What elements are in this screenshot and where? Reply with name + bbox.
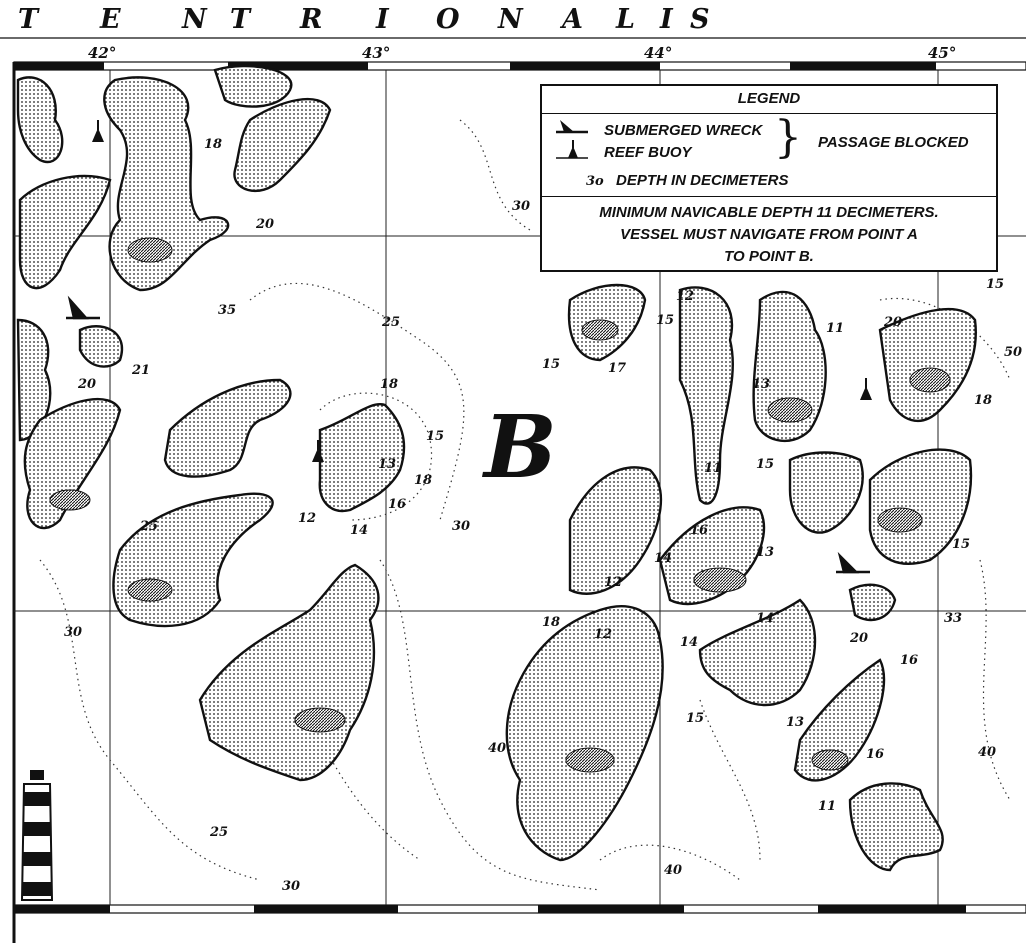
depth-sounding: 12 — [676, 289, 695, 304]
depth-sounding: 16 — [900, 653, 919, 668]
depth-sounding: 21 — [132, 363, 151, 378]
title-letter: N — [182, 4, 207, 35]
title-letter: T — [18, 4, 39, 35]
chart-title: T E N T R I O N A L I S — [0, 0, 1026, 40]
depth-sounding: 11 — [818, 799, 837, 814]
depth-sounding: 30 — [512, 199, 531, 214]
depth-sounding: 15 — [986, 277, 1005, 292]
legend-note-line: VESSEL MUST NAVIGATE FROM POINT A — [620, 226, 918, 243]
depth-sounding: 11 — [826, 321, 845, 336]
depth-sounding: 18 — [974, 393, 993, 408]
depth-sounding: 20 — [256, 217, 275, 232]
depth-sounding: 15 — [656, 313, 675, 328]
title-letter: E — [100, 4, 121, 35]
title-letter: T — [230, 4, 251, 35]
depth-sounding: 15 — [686, 711, 705, 726]
depth-sounding: 18 — [542, 615, 561, 630]
depth-sounding: 14 — [680, 635, 699, 650]
depth-sounding: 15 — [952, 537, 971, 552]
depth-sounding: 16 — [388, 497, 407, 512]
depth-sounding: 25 — [382, 315, 401, 330]
depth-sounding: 33 — [944, 611, 963, 626]
depth-sounding: 20 — [78, 377, 97, 392]
legend-wreck-label: SUBMERGED WRECK — [604, 122, 763, 139]
longitude-label: 44° — [644, 44, 673, 62]
title-letter: N — [498, 4, 523, 35]
bottom-scale-bar — [13, 904, 1026, 914]
depth-sounding: 18 — [380, 377, 399, 392]
legend-brace: } — [774, 112, 802, 163]
point-b-label: B — [484, 397, 557, 498]
depth-sounding: 18 — [414, 473, 433, 488]
legend-symbols — [556, 120, 588, 159]
depth-sounding: 12 — [604, 575, 623, 590]
depth-sounding: 13 — [378, 457, 397, 472]
title-letter: A — [562, 4, 583, 35]
depth-sounding: 20 — [884, 315, 903, 330]
depth-sounding: 25 — [140, 519, 159, 534]
depth-sounding: 30 — [452, 519, 471, 534]
depth-sounding: 11 — [704, 461, 723, 476]
legend-title: LEGEND — [737, 90, 801, 107]
depth-sounding: 14 — [756, 611, 775, 626]
depth-sounding: 15 — [756, 457, 775, 472]
depth-sounding: 16 — [690, 523, 709, 538]
title-letter: R — [300, 4, 323, 35]
depth-sounding: 40 — [664, 863, 683, 878]
depth-sounding: 13 — [752, 377, 771, 392]
wreck-icon — [556, 120, 588, 134]
legend-divider — [542, 113, 996, 114]
depth-sounding: 30 — [282, 879, 301, 894]
depth-sounding: 15 — [426, 429, 445, 444]
legend-box: LEGEND SUBMERGED WRECK REEF BUOY } PASSA… — [540, 84, 998, 272]
title-letter: L — [616, 4, 635, 35]
depth-sounding: 12 — [594, 627, 613, 642]
legend-note-line: TO POINT B. — [724, 248, 814, 265]
depth-sounding: 30 — [64, 625, 83, 640]
longitude-label: 42° — [88, 44, 117, 62]
depth-sounding: 13 — [786, 715, 805, 730]
title-letter: I — [376, 4, 389, 35]
depth-sounding: 50 — [1004, 345, 1023, 360]
title-letter: O — [436, 4, 460, 35]
buoy-icon — [92, 120, 872, 462]
longitude-label: 43° — [362, 44, 391, 62]
legend-note-line: MINIMUM NAVICABLE DEPTH 11 DECIMETERS. — [599, 204, 939, 221]
depth-contours — [39, 119, 1011, 891]
wreck-icon — [66, 295, 870, 574]
depth-sounding: 12 — [298, 511, 317, 526]
legend-divider — [542, 196, 996, 197]
island-shading — [49, 237, 951, 773]
depth-sounding: 35 — [218, 303, 237, 318]
title-letter: I — [660, 4, 673, 35]
top-scale-bar — [0, 37, 1026, 71]
longitude-label: 45° — [928, 44, 957, 62]
depth-sounding: 40 — [978, 745, 997, 760]
title-letter: S — [690, 4, 710, 35]
depth-sounding: 15 — [542, 357, 561, 372]
legend-blocked-label: PASSAGE BLOCKED — [818, 134, 969, 151]
buoy-icon — [556, 140, 588, 159]
depth-sounding: 16 — [866, 747, 885, 762]
depth-sounding: 18 — [204, 137, 223, 152]
depth-sounding: 17 — [608, 361, 627, 376]
depth-sounding: 25 — [210, 825, 229, 840]
depth-sounding: 20 — [850, 631, 869, 646]
depth-sounding: 14 — [350, 523, 369, 538]
depth-sounding: 14 — [654, 551, 673, 566]
lighthouse-icon — [20, 770, 54, 901]
legend-depth-marker: 3o — [586, 174, 604, 189]
legend-buoy-label: REEF BUOY — [604, 144, 692, 161]
legend-depth-label: DEPTH IN DECIMETERS — [616, 172, 789, 189]
depth-sounding: 40 — [488, 741, 507, 756]
depth-sounding: 13 — [756, 545, 775, 560]
